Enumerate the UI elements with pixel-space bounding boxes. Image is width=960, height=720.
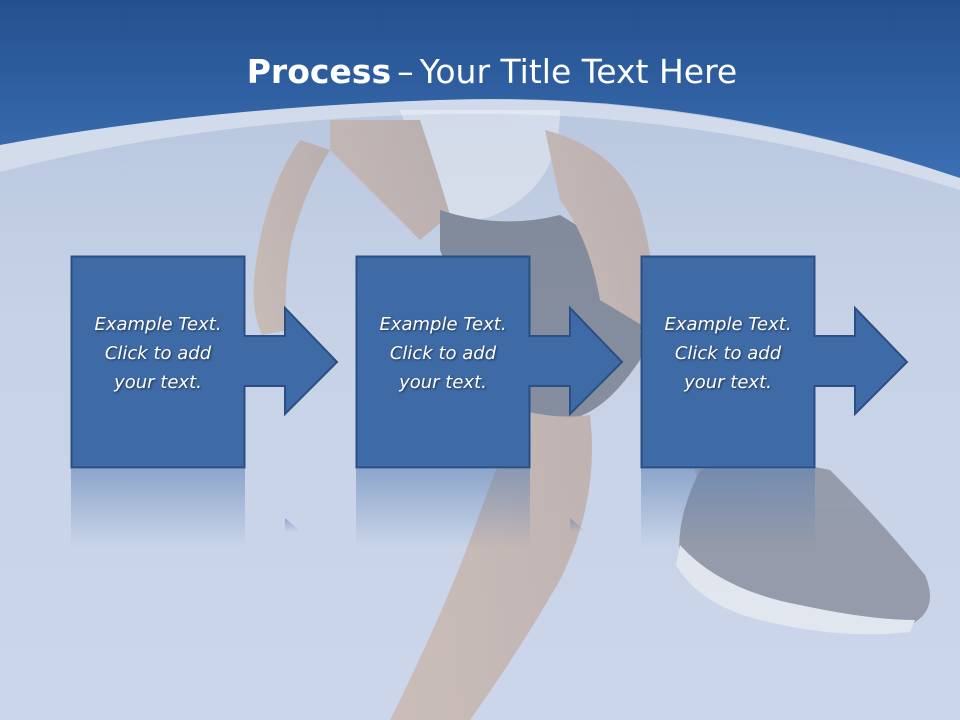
slide-title[interactable]: Process–Your Title Text Here [0, 52, 960, 91]
right-arrow-icon [355, 255, 624, 469]
process-step-3[interactable]: Example Text. Click to add your text. [640, 255, 909, 548]
step-text-line-2: Click to add [104, 343, 212, 364]
step-reflection [71, 468, 301, 548]
step-reflection [356, 468, 586, 548]
right-arrow-icon [640, 255, 909, 469]
step-text-line-3: your text. [114, 372, 202, 393]
step-text-line-3: your text. [399, 372, 487, 393]
step-text[interactable]: Example Text. Click to add your text. [358, 310, 528, 397]
title-text: Your Title Text Here [419, 52, 738, 91]
step-text-line-1: Example Text. [664, 314, 792, 335]
step-text-line-1: Example Text. [379, 314, 507, 335]
process-step-2[interactable]: Example Text. Click to add your text. [355, 255, 624, 548]
step-text-line-2: Click to add [674, 343, 782, 364]
step-text[interactable]: Example Text. Click to add your text. [73, 310, 243, 397]
title-bold-word: Process [246, 52, 392, 91]
step-text-line-3: your text. [684, 372, 772, 393]
title-dash: – [397, 52, 414, 91]
step-text-line-2: Click to add [389, 343, 497, 364]
step-text[interactable]: Example Text. Click to add your text. [643, 310, 813, 397]
step-reflection [641, 468, 815, 548]
right-arrow-icon [70, 255, 339, 469]
header-band [0, 0, 960, 190]
process-step-1[interactable]: Example Text. Click to add your text. [70, 255, 339, 548]
step-text-line-1: Example Text. [94, 314, 222, 335]
